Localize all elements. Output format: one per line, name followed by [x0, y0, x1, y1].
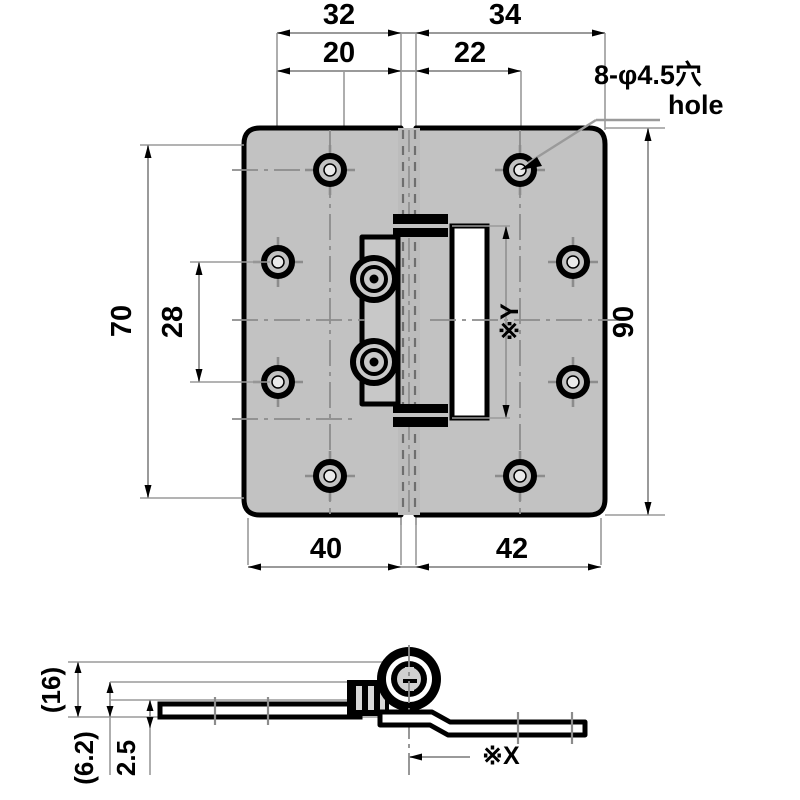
- right-plate-slot: [449, 223, 490, 421]
- dim-line-25: [146, 700, 154, 728]
- side-left-leaf-centers: [213, 697, 270, 725]
- side-hinge-barrel: [377, 647, 441, 711]
- bracket-screw-upper: [350, 255, 398, 303]
- front-view: 32 34 20 22: [106, 0, 724, 571]
- bracket-screw-lower: [350, 338, 398, 386]
- upper-knuckle-collar: [393, 214, 448, 237]
- dimension-6-2: (6.2): [69, 731, 99, 784]
- hole-callout-leader: [520, 118, 660, 170]
- side-right-leaf: [377, 709, 588, 738]
- hole-callout-line1: 8-φ4.5穴: [594, 60, 702, 90]
- side-right-leaf-centers: [516, 712, 574, 744]
- dim-line-40-42: [248, 563, 601, 571]
- dimension-16: (16): [36, 667, 66, 713]
- mark-x-leader: [409, 753, 470, 761]
- mounting-hole: [495, 451, 545, 501]
- dimension-40: 40: [310, 533, 342, 565]
- dimension-20: 20: [323, 37, 355, 69]
- dimension-2-5: 2.5: [111, 740, 141, 776]
- dim-line-mark-y: [452, 225, 510, 419]
- mark-y-label: ※Y: [496, 303, 524, 341]
- side-view: (16) (6.2) 2.5: [36, 645, 588, 785]
- dimension-28: 28: [157, 306, 189, 338]
- lower-knuckle-collar: [393, 404, 448, 427]
- hole-callout-line2: hole: [668, 90, 724, 120]
- right-extension-lines: [605, 127, 665, 516]
- dim-line-90: [644, 128, 652, 515]
- side-left-leaf: [157, 701, 363, 720]
- dimension-32: 32: [323, 0, 355, 31]
- dim-line-28: [195, 262, 203, 382]
- mark-x-label: ※X: [482, 742, 520, 770]
- dimension-34: 34: [489, 0, 521, 31]
- right-plate-holes: [495, 145, 598, 501]
- left-plate-holes: [253, 145, 355, 501]
- dimension-70: 70: [106, 305, 138, 337]
- mounting-hole: [305, 451, 355, 501]
- left-extension-lines: [140, 144, 270, 499]
- dimension-22: 22: [454, 37, 486, 69]
- dim-line-20-22: [277, 67, 521, 75]
- mounting-hole: [305, 145, 355, 195]
- dimension-90: 90: [608, 306, 640, 338]
- dimension-42: 42: [496, 533, 528, 565]
- dim-line-32-34: [277, 29, 605, 37]
- dim-line-62: [106, 682, 114, 717]
- mounting-hole: [548, 357, 598, 407]
- mounting-hole: [548, 237, 598, 287]
- bottom-extension-lines: [247, 518, 602, 565]
- dim-line-70: [144, 145, 152, 498]
- dim-line-16: [74, 662, 82, 717]
